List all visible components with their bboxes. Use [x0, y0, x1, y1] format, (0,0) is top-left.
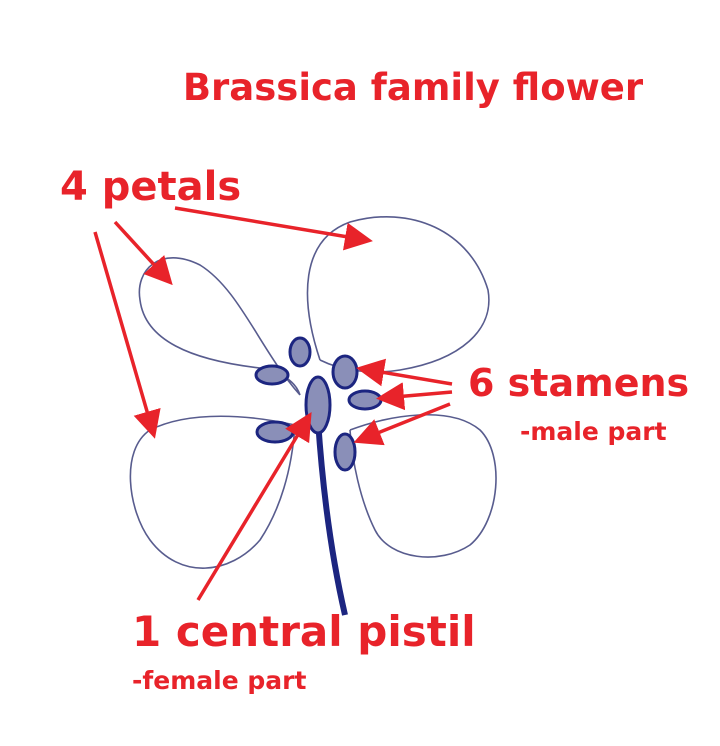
stamen-arrow [353, 402, 451, 446]
petal-arrow [174, 206, 373, 251]
label-stamens: 6 stamens [468, 361, 689, 405]
diagram-title: Brassica family flower [183, 66, 644, 109]
label-stamens-note: -male part [520, 417, 667, 446]
stem [315, 419, 348, 616]
stamen-arrow [356, 358, 453, 387]
pistil-arrow [196, 412, 312, 601]
stamen [254, 364, 290, 386]
petal-arrow [93, 231, 161, 439]
stamen [333, 432, 357, 472]
stamen [347, 389, 383, 411]
stamen [331, 354, 359, 390]
pistil [304, 375, 332, 435]
label-pistil: 1 central pistil [132, 607, 476, 656]
stamen-arrow [376, 382, 453, 411]
arrows [93, 206, 453, 601]
label-pistil-note: -female part [132, 666, 306, 695]
petal-bottom-left [129, 415, 296, 569]
flower-sketch [129, 215, 497, 616]
petal-top-right [306, 215, 490, 373]
label-petals: 4 petals [60, 164, 241, 210]
stamen [288, 336, 312, 368]
petal-arrow [113, 220, 173, 286]
petal-bottom-right [349, 414, 497, 558]
stamen [255, 420, 295, 444]
